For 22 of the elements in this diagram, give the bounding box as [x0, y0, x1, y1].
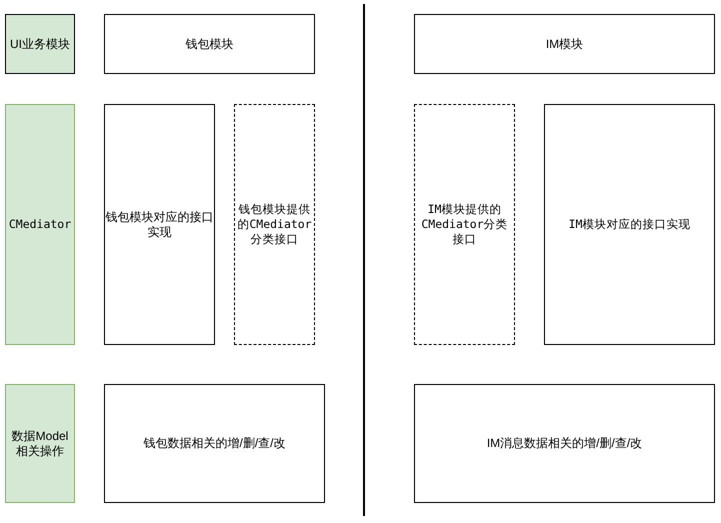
layer-box [5, 384, 75, 503]
module-text: IM模块提供的CMediator分类接口 [420, 202, 509, 247]
module-box [234, 104, 315, 345]
module-box [414, 384, 715, 503]
module-box [414, 14, 715, 74]
module-text: 钱包模块提供的CMediator分类接口 [236, 202, 313, 247]
module-text: IM模块 [546, 36, 584, 52]
module-box [104, 104, 215, 345]
layer-name: 数据Model相关操作 [10, 428, 70, 458]
layer-box [5, 104, 75, 345]
module-text: 钱包数据相关的增/删/查/改 [143, 436, 286, 451]
module-box [104, 384, 325, 503]
module-text: 钱包模块对应的接口实现 [105, 210, 214, 240]
module-box [544, 104, 715, 345]
module-text: 钱包模块 [186, 36, 234, 52]
layer-name: CMediator [8, 217, 72, 232]
layer-box [5, 14, 75, 74]
module-text: IM消息数据相关的增/删/查/改 [486, 436, 642, 451]
layer-name: UI业务模块 [10, 36, 70, 52]
module-box [414, 104, 515, 345]
module-text: IM模块对应的接口实现 [568, 217, 690, 232]
module-box [104, 14, 315, 74]
